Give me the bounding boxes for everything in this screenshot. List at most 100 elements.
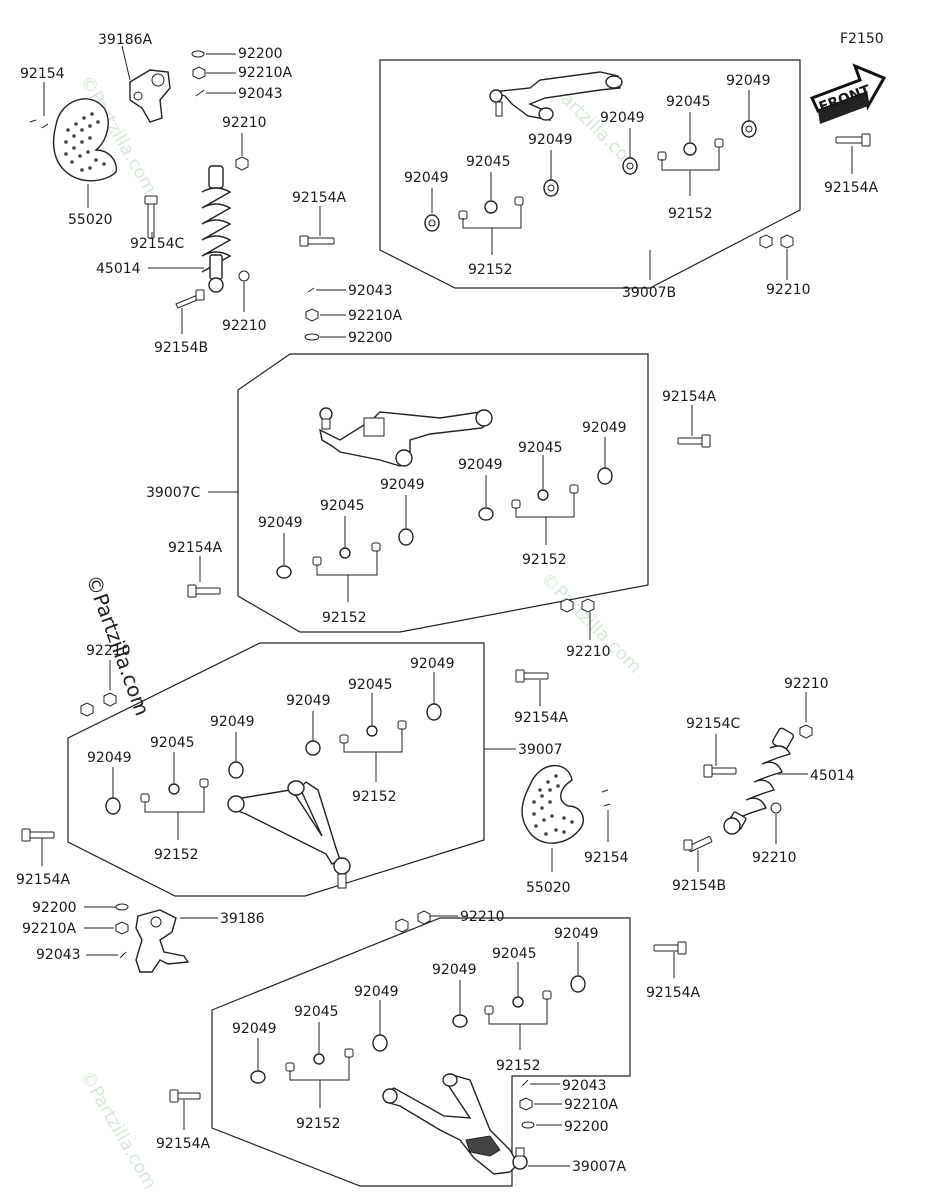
label-92210a: 92210A: [564, 1097, 619, 1113]
bolt-92154a: [169, 1089, 201, 1103]
assembly-frame-39007b: [379, 59, 801, 289]
bushing-92152: [657, 151, 667, 161]
nut-92210: [395, 918, 409, 933]
collar-92045: [537, 489, 549, 501]
arm-39007a: [382, 1073, 528, 1175]
label-92154a: 92154A: [824, 180, 879, 196]
brake-disc-55020: [521, 764, 584, 844]
label-92049: 92049: [210, 714, 255, 730]
figure-code: F2150: [840, 31, 884, 47]
bolt-92154a: [835, 133, 871, 147]
knuckle-39186a: [129, 69, 171, 123]
collar-92045: [366, 725, 378, 737]
label-92049: 92049: [286, 693, 331, 709]
label-45014: 45014: [810, 768, 855, 784]
nut-92210a: [305, 308, 319, 322]
label-92049: 92049: [380, 477, 425, 493]
label-92045: 92045: [150, 735, 195, 751]
washer-92200: [191, 50, 205, 58]
washer-92200: [115, 903, 129, 911]
label-92043: 92043: [36, 947, 81, 963]
bolt-92154a: [515, 669, 549, 683]
label-92152: 92152: [496, 1058, 541, 1074]
bushing-92049: [622, 157, 638, 175]
label-39007b: 39007B: [622, 285, 676, 301]
bushing-92152: [569, 484, 579, 494]
label-92200: 92200: [348, 330, 393, 346]
collar-92045: [168, 783, 180, 795]
label-92049: 92049: [354, 984, 399, 1000]
screw-92154: [29, 119, 49, 129]
nut-92210: [560, 598, 574, 613]
label-92049: 92049: [528, 132, 573, 148]
collar-92045: [339, 547, 351, 559]
label-55020: 55020: [526, 880, 571, 896]
label-92154a: 92154A: [662, 389, 717, 405]
arm-39007c: [319, 407, 493, 467]
label-92045: 92045: [294, 1004, 339, 1020]
watermark: ©Partzilla.com: [536, 569, 645, 678]
bolt-92154b: [683, 836, 713, 852]
label-92210: 92210: [86, 643, 131, 659]
watermark: ©Partzilla.com: [76, 1067, 161, 1193]
label-92049: 92049: [458, 457, 503, 473]
label-92200: 92200: [564, 1119, 609, 1135]
bushing-92152: [397, 720, 407, 730]
bushing-92049: [105, 797, 121, 815]
label-92210: 92210: [222, 115, 267, 131]
label-92152: 92152: [296, 1116, 341, 1132]
label-92045: 92045: [492, 946, 537, 962]
label-92043: 92043: [348, 283, 393, 299]
label-92154a: 92154A: [514, 710, 569, 726]
bushing-92152: [542, 990, 552, 1000]
bushing-92049: [426, 703, 442, 721]
bushing-92152: [511, 499, 521, 509]
assembly-frame-39007: [67, 642, 485, 897]
label-92045: 92045: [518, 440, 563, 456]
label-92049: 92049: [87, 750, 132, 766]
label-92154a: 92154A: [292, 190, 347, 206]
bolt-92154a: [187, 584, 221, 598]
label-92154a: 92154A: [156, 1136, 211, 1152]
bushing-92152: [285, 1062, 295, 1072]
bushing-92049: [570, 975, 586, 993]
label-92152: 92152: [154, 847, 199, 863]
bushing-92049: [398, 528, 414, 546]
nut-92210: [770, 802, 782, 814]
collar-92045: [512, 996, 524, 1008]
label-92049: 92049: [232, 1021, 277, 1037]
label-92200: 92200: [32, 900, 77, 916]
label-92049: 92049: [432, 962, 477, 978]
shock-absorber-45014: [201, 165, 232, 293]
label-92045: 92045: [466, 154, 511, 170]
label-92049: 92049: [258, 515, 303, 531]
bushing-92152: [514, 196, 524, 206]
bushing-92152: [339, 734, 349, 744]
label-92210: 92210: [766, 282, 811, 298]
label-92210: 92210: [460, 909, 505, 925]
label-92043: 92043: [238, 86, 283, 102]
bushing-92049: [276, 565, 292, 579]
label-92210: 92210: [752, 850, 797, 866]
collar-92045: [683, 142, 697, 156]
bushing-92152: [458, 210, 468, 220]
bolt-92154a: [299, 235, 335, 247]
label-92154a: 92154A: [168, 540, 223, 556]
label-92049: 92049: [726, 73, 771, 89]
label-92049: 92049: [404, 170, 449, 186]
washer-92200: [521, 1121, 535, 1129]
label-92152: 92152: [668, 206, 713, 222]
cotter-pin-92043: [521, 1079, 529, 1087]
nut-92210: [417, 910, 431, 925]
screw-92154: [601, 789, 611, 807]
shock-absorber-45014: [723, 727, 795, 835]
label-45014: 45014: [96, 261, 141, 277]
bushing-92049: [424, 214, 440, 232]
nut-92210a: [519, 1097, 533, 1111]
label-39007c: 39007C: [146, 485, 201, 501]
assembly-frame-39007c: [237, 353, 649, 633]
label-92043: 92043: [562, 1078, 607, 1094]
bushing-92152: [714, 138, 724, 148]
cotter-pin-92043: [119, 951, 127, 959]
